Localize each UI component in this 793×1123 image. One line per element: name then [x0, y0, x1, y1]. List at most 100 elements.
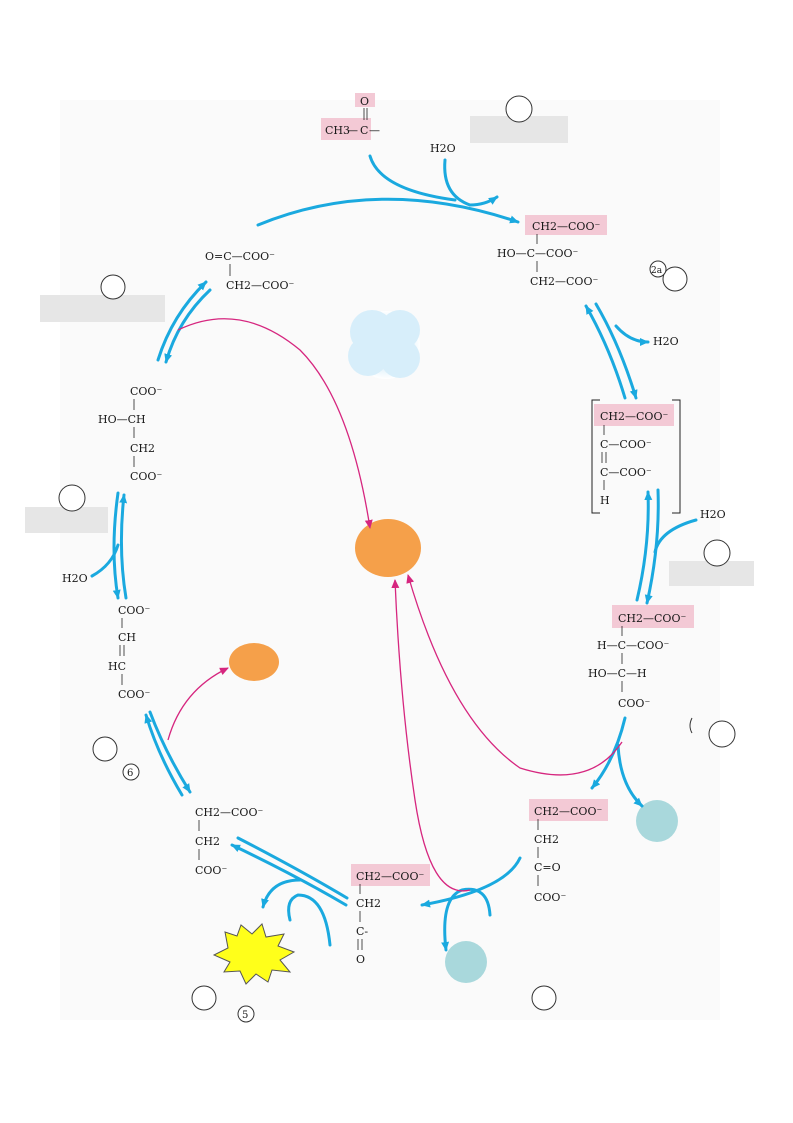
svg-text:H—C—COO⁻: H—C—COO⁻ [597, 639, 669, 652]
svg-text:CH2—COO⁻: CH2—COO⁻ [532, 220, 600, 233]
orange-blob-left-icon [229, 643, 279, 681]
magenta-arrow-from-succinate [167, 667, 229, 741]
arrow-malate-fumarate-rev [119, 493, 128, 600]
molecule-aconitate: CH2—COO⁻ C—COO⁻ C—COO⁻ H [591, 399, 681, 514]
svg-text:COO⁻: COO⁻ [130, 385, 162, 398]
step-circle-top [505, 95, 533, 123]
magenta-arrow-from-ketoglutarate [391, 579, 471, 892]
arrow-succinylcoa-succinate-fwd [236, 836, 349, 900]
arrow-isocitrate-branch [616, 743, 644, 808]
magenta-arrow-from-malate [177, 318, 373, 529]
arrow-citrate-aconitate-rev [584, 304, 627, 400]
molecule-succinylcoa: CH2—COO⁻ CH2 C- O [351, 864, 430, 966]
teal-dot-right-icon [636, 800, 678, 842]
svg-text:H: H [600, 494, 610, 507]
arrow-ketoglutarate-succinylcoa [420, 856, 522, 908]
svg-text:HC: HC [108, 660, 126, 673]
svg-text:COO⁻: COO⁻ [618, 697, 650, 710]
circled-number-6-icon [122, 763, 140, 781]
molecule-succinate: CH2—COO⁻ CH2 COO⁻ [195, 806, 263, 877]
svg-text:O=C—COO⁻: O=C—COO⁻ [205, 250, 275, 263]
molecule-malate: COO⁻ HO—CH CH2 COO⁻ [98, 385, 162, 483]
svg-text:HO—C—H: HO—C—H [588, 667, 647, 680]
arrow-water-in-left [90, 543, 120, 578]
step-circle-left-low [92, 736, 118, 762]
arrow-malate-oxaloacetate-rev [164, 288, 212, 364]
arrow-water-out-top-right [614, 324, 650, 346]
arrow-ketoglutarate-branch [441, 887, 492, 952]
svg-text:CH2: CH2 [130, 442, 155, 455]
svg-text:COO⁻: COO⁻ [118, 688, 150, 701]
svg-text:—: — [369, 124, 380, 137]
svg-text:CH2: CH2 [534, 833, 559, 846]
small-arc-mark [689, 717, 693, 734]
svg-text:C: C [360, 124, 368, 137]
arrow-citrate-aconitate-fwd [594, 302, 638, 400]
svg-text:C-: C- [356, 925, 368, 938]
molecule-citrate: CH2—COO⁻ HO—C—COO⁻ CH2—COO⁻ [497, 215, 607, 288]
yellow-star-icon [212, 923, 296, 985]
magenta-arrow-from-isocitrate [406, 574, 623, 776]
svg-text:CH2—COO⁻: CH2—COO⁻ [195, 806, 263, 819]
water-label-left: H2O [62, 572, 88, 585]
circled-number-2a-icon [649, 260, 667, 278]
svg-text:CH2: CH2 [356, 897, 381, 910]
svg-text:COO⁻: COO⁻ [534, 891, 566, 904]
svg-text:CH2—COO⁻: CH2—COO⁻ [356, 870, 424, 883]
svg-text:C—COO⁻: C—COO⁻ [600, 438, 652, 451]
arrow-malate-oxaloacetate-fwd [156, 280, 208, 362]
arrow-fumarate-succinate-fwd [148, 710, 192, 794]
svg-text:CH2—COO⁻: CH2—COO⁻ [226, 279, 294, 292]
arrow-water-input [443, 158, 472, 207]
arrow-succinylcoa-succinate-rev [230, 843, 348, 907]
svg-text:CH2: CH2 [195, 835, 220, 848]
water-label-top: H2O [430, 142, 456, 155]
orange-blob-center-icon [355, 519, 421, 577]
molecule-ketoglutarate: CH2—COO⁻ CH2 C=O COO⁻ [529, 799, 608, 904]
svg-text:COO⁻: COO⁻ [130, 470, 162, 483]
molecule-fumarate: COO⁻ CH HC COO⁻ [108, 604, 150, 701]
step-circle-left-mid [58, 484, 86, 512]
step-circle-right-top [662, 266, 688, 292]
arrow-water-in-right [653, 518, 698, 554]
label-box-fumarase [25, 507, 108, 533]
svg-text:HO—C—COO⁻: HO—C—COO⁻ [497, 247, 578, 260]
arrow-top-output [468, 195, 499, 207]
molecule-oxaloacetate: O=C—COO⁻ CH2—COO⁻ [205, 250, 294, 292]
arrow-top-arc [256, 197, 520, 227]
svg-text:C—COO⁻: C—COO⁻ [600, 466, 652, 479]
arrow-succinate-branch-b [287, 893, 332, 947]
arrow-acetyl-input [368, 154, 457, 202]
svg-text:COO⁻: COO⁻ [195, 864, 227, 877]
svg-text:CH2—COO⁻: CH2—COO⁻ [534, 805, 602, 818]
svg-text:CH2—COO⁻: CH2—COO⁻ [618, 612, 686, 625]
step-circle-right-mid [703, 539, 731, 567]
cloud-icon [348, 310, 420, 379]
arrow-fumarate-succinate-rev [144, 713, 184, 797]
water-label-right-mid: H2O [700, 508, 726, 521]
svg-text:CH3: CH3 [325, 124, 350, 137]
svg-text:CH: CH [118, 631, 136, 644]
circled-number-2a-label: 2a [651, 266, 663, 276]
svg-text:O: O [360, 95, 369, 108]
svg-text:HO—CH: HO—CH [98, 413, 146, 426]
step-circle-right-low [708, 720, 736, 748]
teal-dot-bottom-icon [445, 941, 487, 983]
arrow-malate-fumarate-fwd [112, 491, 121, 600]
water-label-right-top: H2O [653, 335, 679, 348]
arrow-isocitrate-ketoglutarate [590, 716, 627, 790]
molecule-isocitrate: CH2—COO⁻ H—C—COO⁻ HO—C—H COO⁻ [588, 605, 694, 710]
svg-text:CH2—COO⁻: CH2—COO⁻ [600, 410, 668, 423]
arrow-succinate-branch-a [261, 878, 302, 909]
molecule-acetyl: O CH3 — C — [321, 93, 380, 140]
step-circle-left-top [100, 274, 126, 300]
circled-number-6-label: 6 [127, 768, 133, 779]
svg-text:—: — [347, 124, 358, 137]
svg-text:CH2—COO⁻: CH2—COO⁻ [530, 275, 598, 288]
svg-text:O: O [356, 953, 365, 966]
arrow-aconitate-isocitrate-rev [635, 490, 653, 602]
svg-text:C=O: C=O [534, 861, 561, 874]
label-box-oxaloacetate [40, 295, 165, 322]
svg-text:COO⁻: COO⁻ [118, 604, 150, 617]
